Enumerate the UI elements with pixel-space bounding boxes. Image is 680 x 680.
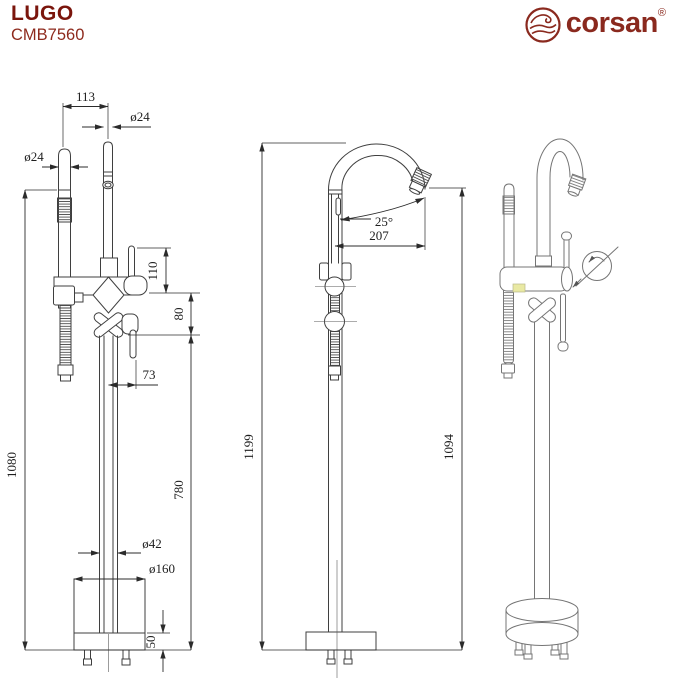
faucet-body — [53, 245, 148, 359]
dim-label: 780 — [171, 480, 186, 500]
handshower-3d — [501, 183, 517, 379]
dim-label: 113 — [76, 89, 95, 104]
spout-pipe — [100, 141, 118, 278]
dim-label: 73 — [143, 367, 156, 382]
drawing-header: LUGO CMB7560 corsan ® — [0, 0, 680, 60]
dim-base-height-50: 50 — [143, 610, 170, 672]
dim-label: 1199 — [241, 434, 256, 460]
dim-1080: 1080 — [4, 189, 57, 651]
inlet-foot — [344, 649, 352, 660]
inlet-foot — [84, 649, 91, 660]
corsan-wave-logo-icon — [525, 7, 561, 43]
hose-nut — [57, 364, 74, 376]
brand-name: corsan — [565, 7, 659, 39]
handshower-slot — [335, 197, 341, 216]
lower-lever-3d — [560, 293, 566, 343]
handshower-holder — [53, 285, 75, 306]
base-plinth — [73, 578, 146, 651]
handshower-hose — [57, 304, 74, 382]
neck-collar-3d — [535, 255, 552, 267]
inlet-foot — [327, 649, 335, 660]
dim-73: 73 — [108, 360, 158, 389]
inlet-foot — [122, 649, 130, 660]
upper-lever-rod — [128, 245, 135, 281]
valves-front — [314, 262, 357, 381]
dim-label: ø24 — [24, 149, 44, 164]
dim-label: 50 — [143, 636, 158, 649]
dim-label: 25° — [375, 214, 393, 229]
handshower-grip-texture — [57, 197, 72, 223]
brand-logo: corsan ® — [524, 5, 666, 45]
handle-lever — [129, 329, 137, 359]
body-3d — [499, 231, 573, 352]
dim-column-diameter: ø42 — [78, 536, 162, 556]
title-block: LUGO CMB7560 — [11, 2, 84, 45]
dim-handshower-diameter: ø24 — [24, 149, 88, 170]
hose-nut-3d — [501, 363, 515, 374]
dim-80: 80 — [128, 292, 200, 336]
dim-label: ø42 — [142, 536, 162, 551]
dim-1199: 1199 — [241, 142, 346, 651]
dim-110: 110 — [137, 247, 200, 294]
dim-label: ø160 — [149, 561, 175, 576]
upper-lever-3d — [563, 237, 570, 271]
dim-label: 1080 — [4, 452, 19, 478]
column-base-3d — [505, 321, 579, 660]
dim-spout-angle-25: 25° — [340, 197, 425, 229]
dim-label: 80 — [171, 308, 186, 321]
upper-valve-hub — [123, 275, 148, 296]
cross-valve-3d — [528, 297, 556, 323]
cross-valve — [93, 312, 124, 338]
holder-clip-highlight — [512, 283, 526, 293]
dim-1094: 1094 — [429, 187, 466, 651]
dim-label: ø24 — [130, 109, 150, 124]
base-front — [305, 560, 377, 678]
side-view: 113 ø24 ø24 110 80 — [4, 89, 200, 672]
spout-tip-3d — [567, 173, 587, 197]
dim-center-spacing-113: 113 — [62, 89, 109, 147]
dim-base-diameter: ø160 — [73, 561, 175, 582]
registered-trademark-symbol: ® — [657, 7, 666, 19]
gooseneck-3d — [535, 138, 587, 267]
front-view: 25° 207 1199 1094 — [241, 142, 466, 678]
handshower-wand — [57, 148, 72, 309]
swivel-rotation-indicator-icon — [572, 246, 619, 288]
hose-3d — [503, 281, 514, 365]
dim-label: 207 — [369, 228, 389, 243]
dim-spout-pipe-diameter: ø24 — [82, 109, 151, 130]
column-and-base — [73, 335, 146, 672]
dim-spout-reach-207: 207 — [334, 197, 426, 250]
perspective-view — [499, 138, 619, 660]
spout-tip — [408, 166, 433, 195]
product-name: LUGO — [11, 2, 74, 25]
diverter-diamond — [92, 276, 125, 314]
base-3d — [505, 598, 579, 622]
product-code: CMB7560 — [11, 26, 85, 45]
hose-nut — [328, 365, 341, 376]
spout-collar — [100, 257, 118, 278]
dim-780: 780 — [171, 334, 194, 651]
dim-label: 1094 — [441, 434, 456, 461]
spout-outlet — [102, 180, 114, 190]
dim-label: 110 — [145, 261, 160, 280]
